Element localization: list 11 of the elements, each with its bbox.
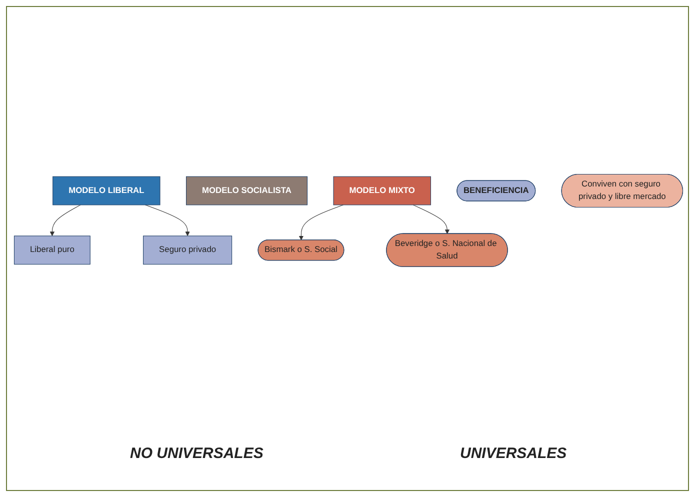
node-box: MODELO LIBERAL <box>52 176 160 205</box>
arrow <box>298 204 344 240</box>
section-label: NO UNIVERSALES <box>130 445 264 462</box>
node-box: Liberal puro <box>14 235 90 264</box>
node-box: MODELO MIXTO <box>333 176 431 205</box>
section-label: UNIVERSALES <box>460 445 567 462</box>
arrow <box>50 204 81 236</box>
node-box: MODELO SOCIALISTA <box>186 176 308 205</box>
node-box: Seguro privado <box>143 235 232 264</box>
arrow <box>412 204 450 234</box>
arrow <box>144 204 190 236</box>
